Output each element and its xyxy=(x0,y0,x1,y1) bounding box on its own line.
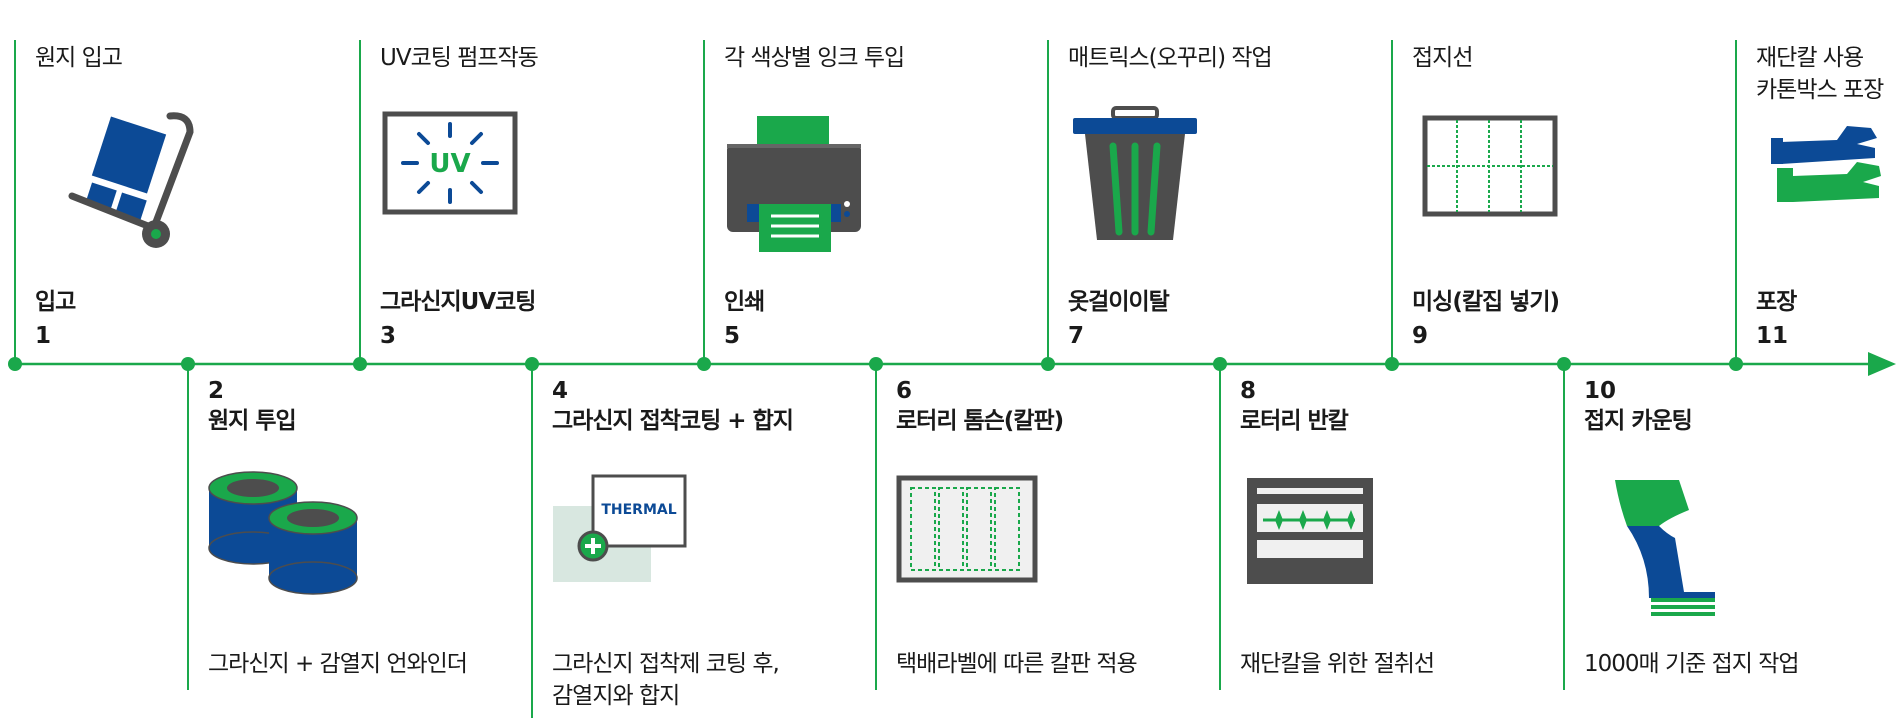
step-number-9: 9 xyxy=(1412,323,1429,349)
timeline-node-2 xyxy=(181,357,195,371)
step-description-11: 카톤박스 포장 xyxy=(1756,77,1884,103)
timeline-node-1 xyxy=(8,357,22,371)
step-description-8: 재단칼을 위한 절취선 xyxy=(1240,651,1435,677)
step-description-7: 매트릭스(오꾸리) 작업 xyxy=(1068,45,1273,71)
timeline-node-7 xyxy=(1041,357,1055,371)
timeline-node-9 xyxy=(1385,357,1399,371)
step-title-6: 로터리 톰슨(칼판) xyxy=(896,408,1064,434)
printer-icon xyxy=(727,116,861,252)
step-title-5: 인쇄 xyxy=(724,289,765,315)
timeline-node-5 xyxy=(697,357,711,371)
step-number-7: 7 xyxy=(1068,323,1085,349)
step-number-11: 11 xyxy=(1756,323,1789,349)
step-title-3: 그라신지UV코팅 xyxy=(380,289,536,315)
step-description-9: 접지선 xyxy=(1412,45,1473,71)
half-cut-icon xyxy=(1247,478,1373,584)
step-title-4: 그라신지 접착코팅 + 합지 xyxy=(552,408,794,434)
thermal-label: THERMAL xyxy=(601,502,676,518)
step-number-2: 2 xyxy=(208,378,225,404)
step-description-6: 택배라벨에 따른 칼판 적용 xyxy=(896,651,1138,677)
step-description-4: 감열지와 합지 xyxy=(552,683,680,709)
step-number-6: 6 xyxy=(896,378,913,404)
timeline-arrow xyxy=(1868,352,1896,376)
timeline-node-3 xyxy=(353,357,367,371)
waste-bin-icon xyxy=(1073,106,1197,240)
uv-lamp-icon: UV xyxy=(382,111,518,215)
timeline-node-10 xyxy=(1557,357,1571,371)
uv-label: UV xyxy=(429,149,470,179)
die-board-icon xyxy=(896,475,1038,583)
handshake-icon xyxy=(1771,126,1881,202)
step-number-5: 5 xyxy=(724,323,741,349)
step-title-1: 입고 xyxy=(35,289,76,315)
timeline-node-6 xyxy=(869,357,883,371)
perforation-grid-icon xyxy=(1422,115,1558,217)
paper-rolls-icon xyxy=(208,471,358,595)
step-description-10: 1000매 기준 접지 작업 xyxy=(1584,651,1800,677)
step-description-11: 재단칼 사용 xyxy=(1756,45,1864,71)
fanfold-icon xyxy=(1615,480,1715,616)
step-title-10: 접지 카운팅 xyxy=(1584,408,1693,434)
timeline-node-11 xyxy=(1729,357,1743,371)
timeline-node-8 xyxy=(1213,357,1227,371)
step-description-5: 각 색상별 잉크 투입 xyxy=(724,45,905,71)
step-title-8: 로터리 반칼 xyxy=(1240,408,1349,434)
step-description-4: 그라신지 접착제 코팅 후, xyxy=(552,651,780,677)
step-number-10: 10 xyxy=(1584,378,1617,404)
step-title-7: 옷걸이이탈 xyxy=(1068,289,1170,315)
step-number-3: 3 xyxy=(380,323,397,349)
timeline-node-4 xyxy=(525,357,539,371)
step-title-2: 원지 투입 xyxy=(208,408,297,434)
step-description-1: 원지 입고 xyxy=(35,45,123,71)
step-number-1: 1 xyxy=(35,323,52,349)
step-description-2: 그라신지 + 감열지 언와인더 xyxy=(208,651,468,677)
step-title-11: 포장 xyxy=(1756,289,1797,315)
step-description-3: UV코팅 펌프작동 xyxy=(380,45,539,71)
step-number-8: 8 xyxy=(1240,378,1257,404)
hand-truck-icon xyxy=(68,112,194,248)
laminate-icon: THERMAL xyxy=(553,474,687,582)
step-title-9: 미싱(칼집 넣기) xyxy=(1412,289,1560,315)
step-number-4: 4 xyxy=(552,378,569,404)
